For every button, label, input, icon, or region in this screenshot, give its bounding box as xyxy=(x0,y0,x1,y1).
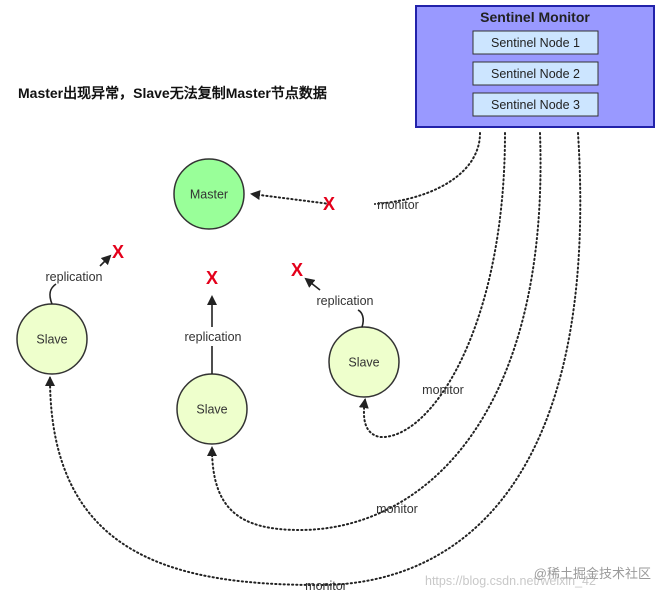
monitor-edge-slave3 xyxy=(358,132,506,439)
sentinel-node-3-label: Sentinel Node 3 xyxy=(491,98,580,112)
master-node: Master xyxy=(173,158,245,230)
watermark-brand: @稀土掘金技术社区 xyxy=(534,566,651,581)
fail-mark-master-monitor: X xyxy=(323,194,335,214)
slave-1-label: Slave xyxy=(36,333,67,347)
replication-edge-slave1-upper xyxy=(99,254,112,267)
monitor-edge-slave2 xyxy=(207,132,542,532)
sentinel-monitor-box: Sentinel Monitor Sentinel Node 1 Sentine… xyxy=(415,5,655,128)
monitor-edge-slave1 xyxy=(45,132,582,587)
replication-label-slave1: replication xyxy=(46,270,103,284)
sentinel-node-1: Sentinel Node 1 xyxy=(472,30,599,55)
diagram-title: Master出现异常，Slave无法复制Master节点数据 xyxy=(18,85,327,101)
watermark-url: https://blog.csdn.net/weixin_42 xyxy=(425,574,596,588)
slave-node-1: Slave xyxy=(16,303,88,375)
monitor-edge-master-left xyxy=(250,190,331,205)
monitor-label-slave1: monitor xyxy=(305,579,347,593)
fail-mark-slave1: X xyxy=(112,242,124,262)
sentinel-node-3: Sentinel Node 3 xyxy=(472,92,599,117)
replication-edge-slave3-lower xyxy=(357,309,365,328)
sentinel-monitor-title: Sentinel Monitor xyxy=(480,9,590,25)
slave-2-label: Slave xyxy=(196,403,227,417)
slave-node-2: Slave xyxy=(176,373,248,445)
master-label: Master xyxy=(190,188,228,202)
replication-label-slave2: replication xyxy=(185,330,242,344)
fail-mark-slave3: X xyxy=(291,260,303,280)
sentinel-node-2: Sentinel Node 2 xyxy=(472,61,599,86)
monitor-edge-master-right xyxy=(374,132,481,205)
replication-edge-slave1-lower xyxy=(49,283,57,305)
monitor-label-master: monitor xyxy=(377,198,419,212)
sentinel-node-1-label: Sentinel Node 1 xyxy=(491,36,580,50)
slave-node-3: Slave xyxy=(328,326,400,398)
replication-label-slave3: replication xyxy=(317,294,374,308)
monitor-label-slave3: monitor xyxy=(422,383,464,397)
slave-3-label: Slave xyxy=(348,356,379,370)
replication-edge-slave3-upper xyxy=(304,277,321,291)
sentinel-node-2-label: Sentinel Node 2 xyxy=(491,67,580,81)
fail-mark-slave2: X xyxy=(206,268,218,288)
monitor-label-slave2: monitor xyxy=(376,502,418,516)
